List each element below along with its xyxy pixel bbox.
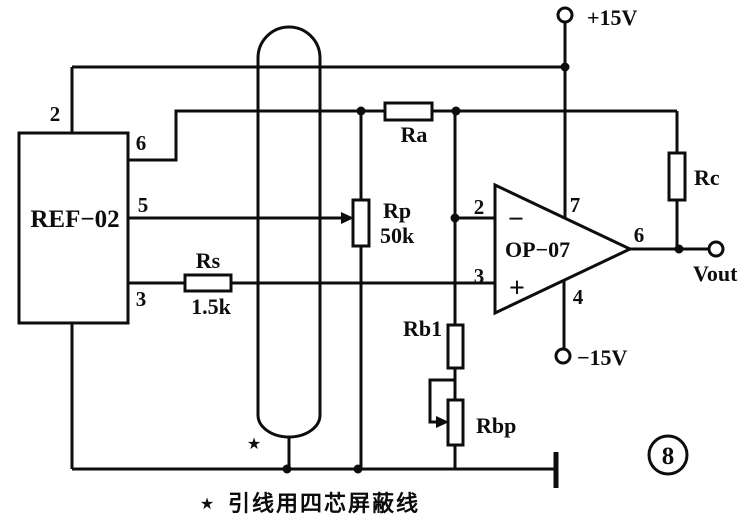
wire-rbp-wiper [428,378,455,424]
rbp-wiper-arrow-icon [436,416,449,428]
rb1-label: Rb1 [403,316,442,341]
caption-text: 引线用四芯屏蔽线 [228,491,420,517]
ref02-body [17,131,130,325]
resistor-rc [667,151,687,202]
rp-wiper-arrow-icon [341,212,354,224]
vout-label: Vout [693,261,738,286]
opamp-pin4-label: 4 [573,285,584,309]
rp-value: 50k [380,223,415,248]
junction-dot [282,464,292,474]
terminal-negative-supply [554,347,572,365]
resistor-rs [183,273,233,293]
caption-star-marker: ★ [200,494,214,513]
junction-dot [560,62,570,72]
rs-value: 1.5k [191,294,232,319]
wire-ref02-pin6-to-ra [128,109,385,162]
junction-dot [450,213,460,223]
rc-label: Rc [694,165,720,190]
rbp-label: Rbp [476,413,516,438]
junction-dot [353,464,363,474]
opamp-pin2-label: 2 [474,195,485,219]
opamp-label: OP−07 [505,237,570,262]
opamp-pin7-label: 7 [570,193,581,217]
negative-supply-label: −15V [577,345,628,370]
figure-number: 8 [662,443,675,470]
junction-dot [674,244,684,254]
shield-top-arc [256,25,322,59]
ra-label: Ra [401,122,428,147]
resistor-ra [383,101,434,122]
terminal-positive-supply [556,6,574,24]
opamp-body [493,182,634,316]
opamp-pin3-label: 3 [474,264,485,288]
potentiometer-rbp [446,398,465,447]
shield-bottom-arc [256,414,322,439]
positive-supply-label: +15V [587,5,638,30]
rs-label: Rs [196,248,221,273]
junction-dot [356,106,366,116]
ref02-pin6-label: 6 [136,131,147,155]
ref02-pin2-label: 2 [50,102,61,126]
rp-label: Rp [383,198,411,223]
ref02-label: REF−02 [30,206,119,233]
junction-dot [451,106,461,116]
shield-star-marker: ★ [247,434,261,453]
ref02-pin5-label: 5 [138,193,149,217]
resistor-rb1 [446,323,465,370]
opamp-pin6-label: 6 [634,223,645,247]
noninverting-sign: + [509,273,525,304]
ref02-pin3-label: 3 [136,287,147,311]
terminal-vout [707,240,725,258]
figure-number-circle [647,434,689,476]
potentiometer-rp [351,198,371,248]
inverting-sign: − [508,204,524,235]
